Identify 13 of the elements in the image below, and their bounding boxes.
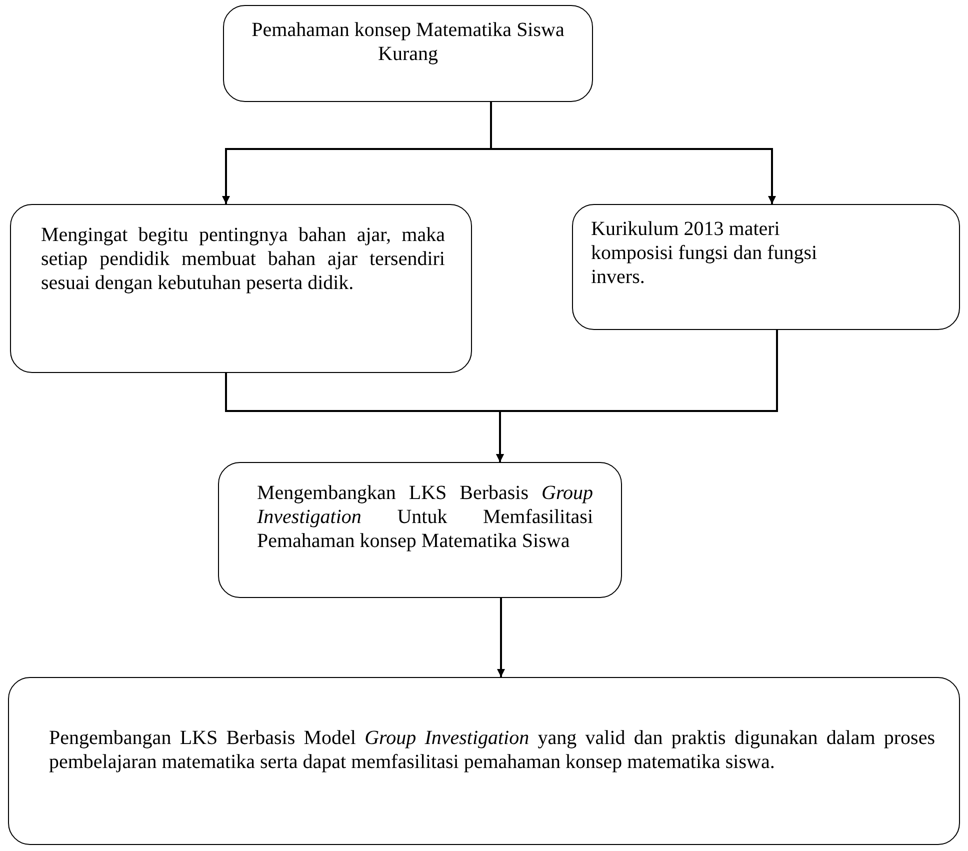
- process-box: [223, 5, 593, 102]
- arrow: [490, 102, 776, 204]
- process-box: [8, 677, 960, 845]
- process-box: [218, 462, 622, 598]
- box-text: Mengingat begitu pentingnya bahan ajar, maka setiap pendidik membuat bahan ajar tersendiri sesuai dengan kebutuhan peserta didik.: [41, 223, 445, 295]
- process-box: [10, 204, 472, 373]
- process-box: [572, 204, 960, 330]
- box-text: Kurikulum 2013 materi komposisi fungsi dan fungsi invers.: [591, 217, 818, 289]
- box-text: Pengembangan LKS Berbasis Model Group Investigation yang valid dan praktis digunakan dalam proses pembelajaran matematika serta dapat memfasilitasi pemahaman konsep matematika siswa.: [49, 726, 935, 774]
- arrow: [496, 330, 778, 462]
- arrow: [497, 598, 505, 677]
- box-text: Pemahaman konsep Matematika Siswa Kurang: [250, 18, 566, 66]
- box-text: Mengembangkan LKS Berbasis Group Investigation Untuk Memfasilitasi Pemahaman konsep Matematika Siswa: [257, 481, 593, 553]
